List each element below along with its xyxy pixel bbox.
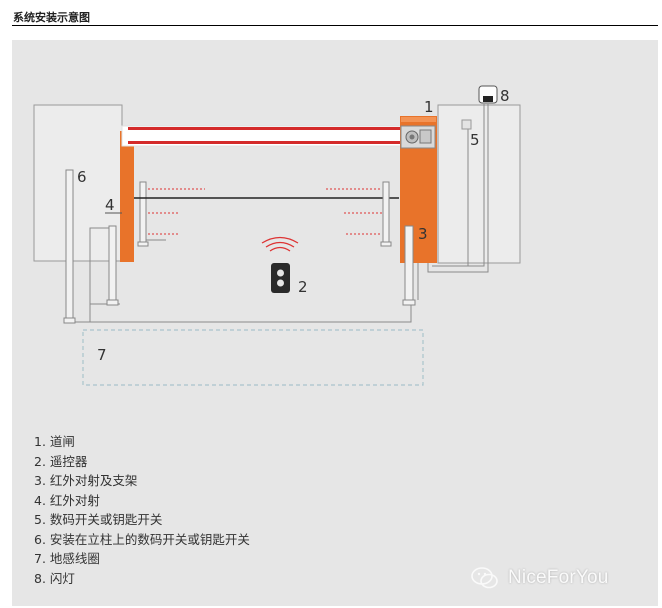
flash-lamp-icon: [478, 85, 498, 104]
legend-item: 3. 红外对射及支架: [34, 473, 138, 488]
callout-2: 2: [298, 278, 308, 296]
wechat-icon: [471, 567, 498, 589]
legend-item: 4. 红外对射: [34, 492, 100, 508]
pillar-right-front: [402, 225, 416, 306]
callout-8: 8: [500, 87, 510, 105]
section-header: 系统安装示意图: [12, 6, 658, 26]
legend-item: 5. 数码开关或钥匙开关: [34, 512, 163, 527]
legend-item: 7. 地感线圈: [34, 551, 100, 566]
pillar-left-rear: [137, 181, 149, 247]
callout-4: 4: [105, 196, 115, 214]
legend-item: 6. 安装在立柱上的数码开关或钥匙开关: [34, 531, 250, 547]
callout-3: 3: [418, 225, 428, 243]
key-switch-icon: [461, 119, 472, 130]
pillar-left-front: [106, 225, 119, 306]
callout-1: 1: [424, 98, 434, 116]
legend-item: 8. 闪灯: [34, 570, 75, 586]
left-wall: [33, 104, 123, 262]
legend-item: 1. 道闸: [34, 434, 75, 449]
callout-6: 6: [77, 168, 87, 186]
watermark: NiceForYou: [470, 566, 609, 590]
barrier-beam-stripe-bottom: [128, 141, 404, 144]
ground-loop: [82, 329, 424, 386]
right-wall: [437, 104, 521, 264]
pillar-left-6: [63, 169, 76, 324]
infrared-rays: [148, 188, 382, 235]
legend-list: 1. 道闸 2. 遥控器 3. 红外对射及支架 4. 红外对射 5. 数码开关或…: [34, 432, 250, 588]
callout-5: 5: [470, 131, 480, 149]
legend-item: 2. 遥控器: [34, 453, 88, 469]
watermark-text: NiceForYou: [508, 567, 609, 588]
barrier-left-post: [120, 131, 134, 262]
pillar-right-rear: [380, 181, 392, 247]
remote-control-icon: [261, 236, 299, 293]
barrier-beam-stripe-top: [128, 127, 404, 130]
section-title: 系统安装示意图: [13, 11, 90, 24]
callout-7: 7: [97, 346, 107, 364]
